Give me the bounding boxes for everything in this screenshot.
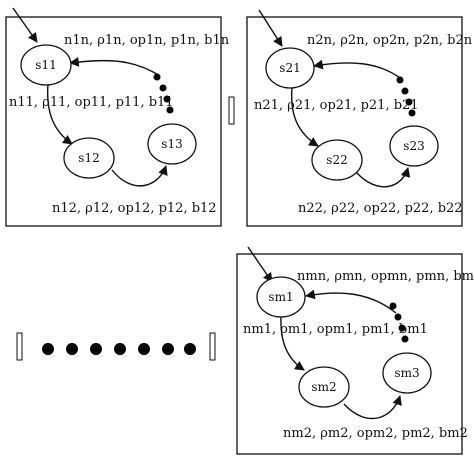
initial-arrow bbox=[258, 9, 283, 47]
transition-sm2-sm3-arrow bbox=[343, 395, 402, 420]
transition-label-bottom: n22, ρ22, op22, p22, b22 bbox=[298, 201, 463, 216]
parallel-bar bbox=[209, 332, 216, 361]
transition-s22-s23-arrow bbox=[355, 167, 411, 188]
state-label: s23 bbox=[403, 139, 424, 153]
transition-label-top: n1n, ρ1n, op1n, p1n, b1n bbox=[64, 33, 230, 48]
transition-label-bottom: nm2, ρm2, opm2, pm2, bm2 bbox=[283, 426, 468, 441]
state-label: s22 bbox=[326, 153, 347, 167]
panel-frame bbox=[5, 16, 222, 227]
panel-frame bbox=[236, 253, 463, 455]
transition-label-top: nmn, ρmn, opmn, pmn, bmn bbox=[297, 269, 474, 284]
panel-frame bbox=[246, 16, 463, 227]
state-label: sm1 bbox=[268, 290, 293, 304]
state-s12: s12 bbox=[63, 137, 115, 179]
parallel-bar bbox=[16, 332, 23, 361]
state-s23: s23 bbox=[389, 125, 439, 167]
transition-s12-s13-arrow bbox=[111, 165, 168, 187]
automaton-panel-m: sm1 sm2 sm3 nmn, ρmn, opmn, pmn, bmn nm1… bbox=[236, 246, 474, 455]
ellipsis-dots bbox=[153, 73, 174, 114]
state-label: sm2 bbox=[311, 380, 336, 394]
state-s13: s13 bbox=[147, 123, 197, 165]
state-sm2: sm2 bbox=[298, 366, 350, 408]
transition-label-top: n2n, ρ2n, op2n, p2n, b2n bbox=[307, 33, 473, 48]
automaton-panel-2: s21 s22 s23 n2n, ρ2n, op2n, p2n, b2n n21… bbox=[246, 9, 473, 227]
initial-arrow bbox=[12, 7, 38, 43]
state-s22: s22 bbox=[311, 139, 363, 181]
automaton-panel-1: s11 s12 s13 n1n, ρ1n, op1n, p1n, b1n n11… bbox=[5, 7, 230, 227]
state-s11: s11 bbox=[20, 44, 72, 86]
transition-s21-s22-arrow bbox=[290, 87, 319, 147]
automata-ellipsis-dots bbox=[42, 343, 196, 355]
state-sm3: sm3 bbox=[382, 352, 432, 394]
transition-back-arrow bbox=[313, 59, 401, 79]
transition-label-left: n11, ρ11, op11, p11, b11 bbox=[9, 95, 174, 110]
transition-s11-s12-arrow bbox=[46, 83, 73, 145]
state-s21: s21 bbox=[265, 47, 315, 89]
transition-label-left: nm1, ρm1, opm1, pm1, bm1 bbox=[243, 322, 428, 337]
transition-label-bottom: n12, ρ12, op12, p12, b12 bbox=[52, 201, 217, 216]
parallel-bar bbox=[228, 96, 235, 125]
ellipsis-dots bbox=[389, 302, 409, 343]
state-label: s21 bbox=[279, 61, 300, 75]
state-label: s11 bbox=[35, 58, 56, 72]
ellipsis-dots bbox=[396, 76, 416, 117]
transition-label-left: n21, ρ21, op21, p21, b21 bbox=[254, 98, 419, 113]
transition-sm1-sm2-arrow bbox=[280, 315, 305, 371]
state-label: s12 bbox=[78, 151, 99, 165]
state-label: s13 bbox=[161, 137, 182, 151]
state-sm1: sm1 bbox=[256, 276, 306, 318]
state-label: sm3 bbox=[394, 366, 419, 380]
transition-back-arrow bbox=[305, 289, 397, 314]
initial-arrow bbox=[247, 246, 273, 283]
transition-back-arrow bbox=[69, 57, 161, 77]
